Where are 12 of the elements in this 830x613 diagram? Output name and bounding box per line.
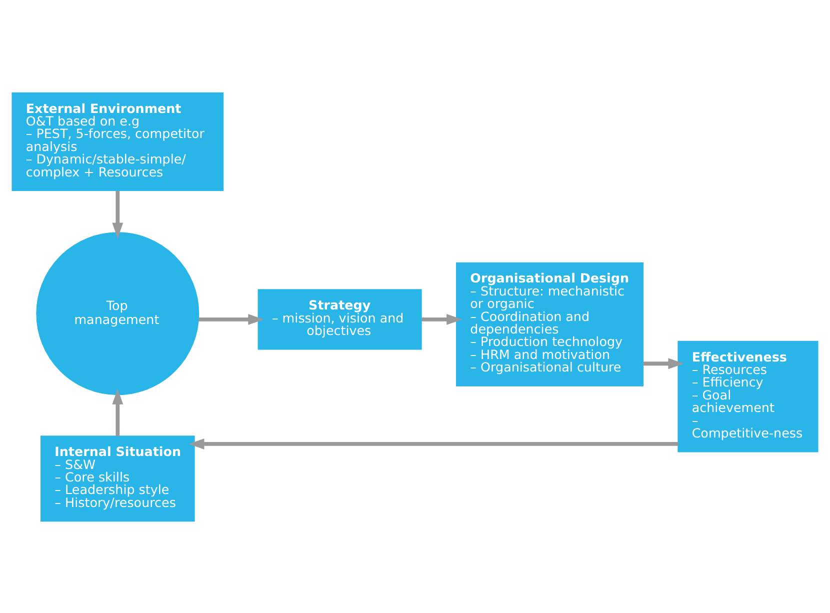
arrow	[422, 313, 462, 324]
node-box: Effectiveness – Resources – Efficiency – Goal achievement – Competitive-ness	[678, 340, 818, 452]
node-box: External Environment O&T based on e.g – PEST, 5-forces, competitor analysis – Dynamic/stable-simple/ complex + Resources	[12, 92, 224, 191]
arrow	[188, 438, 678, 449]
arrow	[198, 313, 264, 324]
arrow	[112, 190, 124, 238]
node-box: Strategy – mission, vision and objectives	[258, 288, 422, 350]
node-circle: Top management	[36, 232, 200, 395]
arrow	[112, 388, 124, 436]
node-box: Organisational Design – Structure: mechanistic or organic – Coordination and dependencies – Production technology – HRM and motivation – Organisational culture	[456, 262, 644, 386]
node-box: Internal Situation – S&W – Core skills – Leadership style – History/resources	[40, 435, 195, 522]
arrow	[643, 358, 684, 369]
